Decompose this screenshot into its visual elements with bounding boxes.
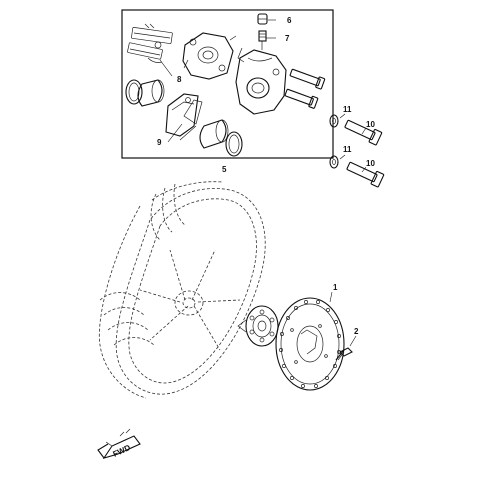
- leader-line: [159, 59, 173, 77]
- disc-bolt-icon: [335, 347, 353, 361]
- caliper-bolt-icon: [284, 68, 326, 109]
- callout-11: 11: [343, 145, 352, 154]
- mounting-bolt-icon: [344, 119, 383, 146]
- piston-icon: [199, 119, 229, 149]
- callout-1: 1: [333, 283, 338, 292]
- wheel-icon: [98, 181, 266, 399]
- caliper-bracket-icon: [182, 32, 237, 80]
- piston-seal-icon: [225, 131, 243, 157]
- leader-line: [361, 166, 367, 173]
- piston-seal-icon: [125, 79, 143, 105]
- brake-pad-icon: [165, 93, 203, 137]
- arrow-icon: FWD: [97, 428, 141, 459]
- callout-9: 9: [157, 138, 162, 147]
- callout-7: 7: [285, 34, 290, 43]
- caliper-assembly-frame: [121, 9, 334, 159]
- bleed-screw-icon: [258, 30, 267, 50]
- washer-icon: [329, 155, 339, 169]
- leader-line: [339, 113, 346, 119]
- callout-8: 8: [177, 75, 182, 84]
- washer-icon: [329, 114, 339, 128]
- leader-line: [339, 154, 346, 160]
- leader-line: [167, 123, 197, 143]
- piston-icon: [137, 79, 165, 107]
- callout-6: 6: [287, 16, 292, 25]
- leader-line: [329, 291, 333, 303]
- leader-line: [361, 127, 367, 135]
- callout-2: 2: [354, 327, 359, 336]
- callout-10: 10: [366, 120, 375, 129]
- bleed-cap-icon: [257, 13, 268, 25]
- hub-icon: [237, 305, 279, 347]
- pad-pin-icon: [127, 23, 173, 63]
- mounting-bolt-icon: [346, 161, 385, 188]
- callout-11: 11: [343, 105, 352, 114]
- brake-caliper-icon: [235, 47, 287, 115]
- leader-line: [349, 335, 357, 347]
- callout-10: 10: [366, 159, 375, 168]
- callout-5: 5: [222, 165, 227, 174]
- brake-disc-icon: [275, 297, 345, 391]
